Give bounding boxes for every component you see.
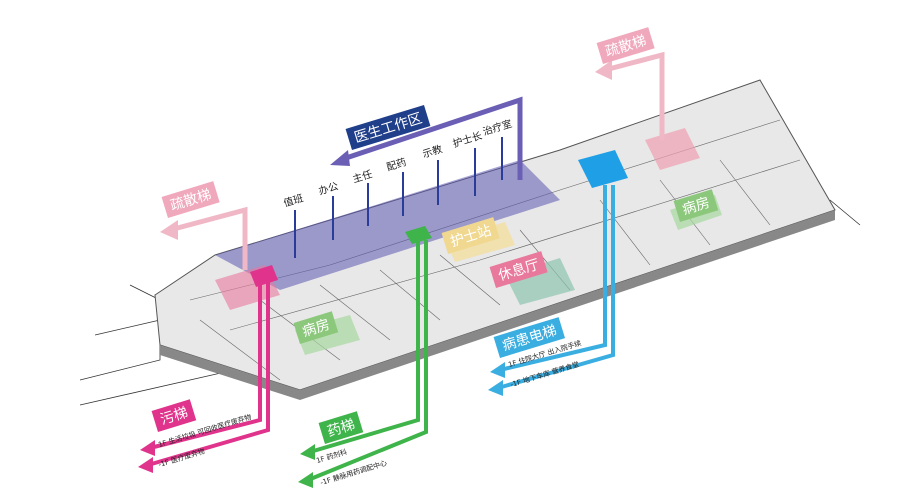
drug-elevator-arrows xyxy=(307,240,428,482)
dirty-elevator-arrows xyxy=(147,280,270,467)
room-pins xyxy=(294,137,503,258)
evac-right-arrow xyxy=(604,51,665,140)
drug-elevator-block xyxy=(405,226,432,244)
doctor-zone-highlight xyxy=(215,160,560,290)
doctor-zone-arrow xyxy=(339,96,523,180)
evac-left-arrow xyxy=(169,206,248,270)
patient-elevator-block xyxy=(578,150,628,188)
evac-right-area xyxy=(645,128,700,170)
dirty-elevator-block xyxy=(250,265,278,287)
patient-elevator-arrows xyxy=(497,185,615,390)
